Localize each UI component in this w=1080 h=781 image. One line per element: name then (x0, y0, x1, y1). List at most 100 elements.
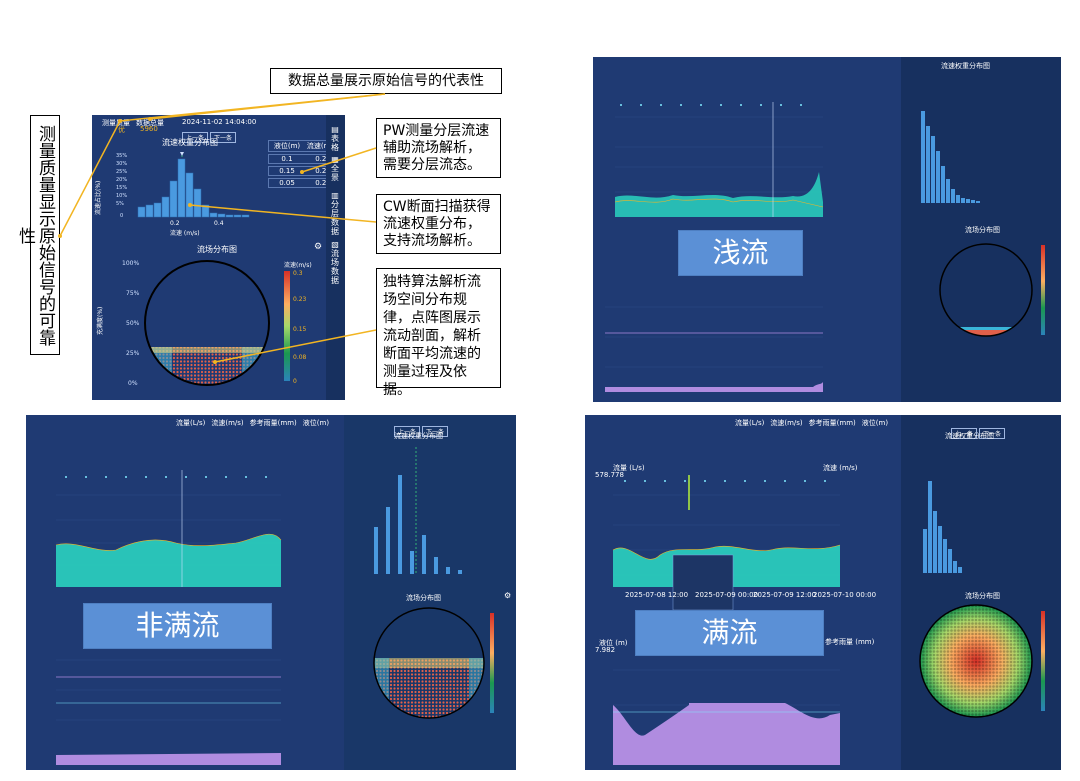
label-full: 满流 (635, 610, 824, 656)
svg-text:20%: 20% (116, 177, 127, 183)
bl-charts (55, 470, 282, 765)
br-field-title: 流场分布图 (965, 592, 1000, 600)
svg-text:0.3: 0.3 (293, 270, 303, 277)
pipe-circle (144, 260, 270, 386)
bar (241, 214, 250, 218)
bar (153, 202, 162, 218)
prev-button[interactable]: 上一条 (182, 132, 209, 143)
br-next-button[interactable]: 下一条 (979, 428, 1006, 439)
tab-table[interactable]: ▤表格 (331, 125, 339, 152)
total-value: 5960 (140, 125, 158, 133)
label-partial: 非满流 (83, 603, 272, 649)
callout-lines (58, 93, 386, 364)
bl-side-panel: 上一条下一条 流速权重分布图 流场分布图 ⚙ (344, 415, 516, 770)
br-weight-chart (923, 481, 962, 573)
bar (193, 188, 202, 218)
svg-text:0.15: 0.15 (293, 326, 307, 333)
bar (225, 214, 234, 218)
bar (137, 206, 146, 218)
svg-text:50%: 50% (126, 320, 140, 327)
br-flow-max: 578.778 (595, 471, 624, 479)
bar (177, 158, 186, 218)
svg-text:0: 0 (293, 378, 297, 385)
svg-text:10%: 10% (116, 193, 127, 199)
bar (209, 212, 218, 218)
tr-weight-chart (921, 111, 980, 203)
field-ylabel: 充满度(%) (96, 307, 104, 335)
bl-weight-chart (374, 447, 462, 574)
bl-prev-button[interactable]: 上一条 (394, 426, 421, 437)
callout-left: 测量质量显示原始信号的可靠性 (15, 115, 60, 355)
svg-text:15%: 15% (116, 185, 127, 191)
label-shallow: 浅流 (678, 230, 803, 276)
br-level-label: 液位 (m) (599, 639, 628, 647)
tab-panorama[interactable]: ▦全景 (331, 155, 339, 182)
weight-bars (137, 158, 250, 218)
svg-text:100%: 100% (122, 260, 139, 267)
quality-label: 测量质量 (102, 119, 130, 127)
tr-charts (605, 102, 824, 392)
quality-value: 优 (118, 126, 125, 134)
bl-next-button[interactable]: 下一条 (422, 426, 449, 437)
svg-text:0: 0 (120, 213, 123, 219)
br-xtick-3: 2025-07-10 00:00 (813, 591, 877, 599)
br-xtick-2: 2025-07-09 12:00 (753, 591, 817, 599)
svg-text:0.2: 0.2 (170, 220, 180, 227)
bar (201, 204, 210, 218)
flow-field-chart: 充满度(%) 100%75%50%25%0% 流速(m/s) 0.30.230.… (96, 260, 312, 387)
svg-text:35%: 35% (116, 153, 127, 159)
svg-text:5%: 5% (116, 201, 124, 207)
br-level-max: 7.982 (595, 646, 616, 654)
bl-gear-icon[interactable]: ⚙ (504, 591, 512, 600)
bar (185, 172, 194, 218)
svg-text:25%: 25% (116, 169, 127, 175)
total-label: 数据总量 (136, 119, 164, 127)
bar (233, 214, 242, 218)
legend-title: 流速(m/s) (284, 261, 312, 269)
tr-weight-title: 流速权重分布图 (941, 62, 990, 70)
svg-text:75%: 75% (126, 290, 140, 297)
color-legend (284, 271, 290, 381)
br-main-panel: 流量(L/s) 流速(m/s) 参考雨量(mm) 液位(m) 流量 (L/s) … (585, 415, 901, 770)
br-legend: 流量(L/s) 流速(m/s) 参考雨量(mm) 液位(m) (735, 419, 889, 427)
br-rain-label: 参考雨量 (mm) (825, 638, 875, 646)
br-side-panel: 上一条下一条 流速权重分布图 流场分布图 (901, 415, 1061, 770)
svg-text:25%: 25% (126, 350, 140, 357)
callout-cw: CW断面扫描获得流速权重分布，支持流场解析。 (376, 194, 501, 254)
side-tabs (326, 115, 345, 400)
bar (161, 196, 170, 218)
br-speed-label: 流速 (m/s) (823, 464, 858, 472)
weight-title: 流速权重分布图 (162, 138, 218, 147)
br-weight-title: 流速权重分布图 (945, 432, 994, 440)
svg-text:0.08: 0.08 (293, 354, 307, 361)
br-xtick-0: 2025-07-08 12:00 (625, 591, 689, 599)
tab-field[interactable]: ▧流场数据 (331, 240, 339, 285)
svg-text:0%: 0% (128, 380, 138, 387)
weight-xlabel: 流速 (m/s) (170, 229, 200, 237)
br-xtick-1: 2025-07-09 00:00 (695, 591, 759, 599)
bar (145, 204, 154, 218)
callout-pw: PW测量分层流速辅助流场解析，需要分层流态。 (376, 118, 501, 178)
tr-side-panel: 流速权重分布图 流场分布图 (901, 57, 1061, 402)
callout-algo: 独特算法解析流场空间分布规律，点阵图展示流动剖面，解析断面平均流速的测量过程及依… (376, 268, 501, 398)
bl-field-title: 流场分布图 (406, 594, 441, 602)
br-charts (612, 475, 841, 765)
bar (169, 180, 178, 218)
gear-icon[interactable]: ⚙ (314, 242, 323, 252)
bl-field-chart (373, 607, 494, 719)
weight-chart: 流速占比(%) 35%30%25% 20%15%10% 5%0 0.2 0.4 … (94, 152, 250, 237)
pw-table: 液位(m) 流速(m/s) 0.1 0.26 0.15 0.28 0.05 0.… (268, 140, 343, 188)
next-button[interactable]: 下一条 (210, 132, 237, 143)
field-title: 流场分布图 (197, 245, 237, 254)
svg-text:30%: 30% (116, 161, 127, 167)
tab-layer[interactable]: ▥分层数据 (331, 191, 339, 236)
tr-field-chart (939, 243, 1045, 337)
br-prev-button[interactable]: 上一条 (951, 428, 978, 439)
br-field-chart (919, 604, 1045, 718)
tr-field-title: 流场分布图 (965, 226, 1000, 234)
bl-weight-title: 流速权重分布图 (394, 432, 443, 440)
bl-legend: 流量(L/s) 流速(m/s) 参考雨量(mm) 液位(m) (176, 419, 330, 427)
callout-top: 数据总量展示原始信号的代表性 (270, 68, 502, 94)
tr-main-panel (593, 57, 901, 402)
br-flow-label: 流量 (L/s) (613, 464, 645, 472)
